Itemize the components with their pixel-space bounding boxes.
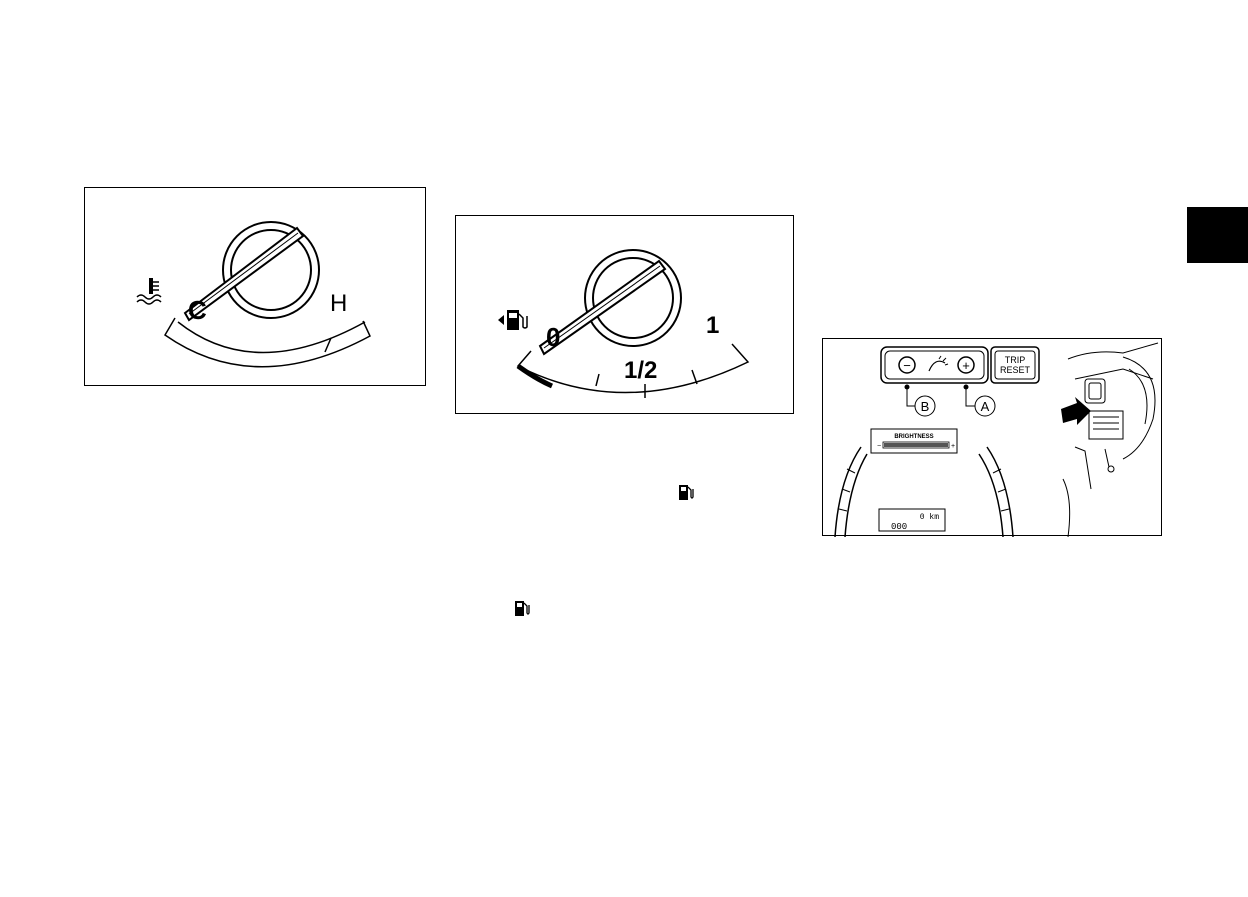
brightness-minus-label: − (903, 358, 911, 373)
fuel-empty-label: 0 (546, 322, 560, 352)
coolant-temperature-icon (137, 278, 161, 304)
location-arrow-icon (1061, 397, 1091, 425)
temperature-scale-arc (165, 318, 370, 367)
fuel-half-label: 1/2 (624, 357, 657, 384)
fuel-pump-icon (676, 483, 696, 503)
trip-reset-line2: RESET (1000, 365, 1031, 375)
fuel-pump-icon (498, 310, 527, 330)
temperature-scale-inner (178, 322, 365, 353)
brightness-display-minus: − (877, 443, 881, 450)
fuel-gauge-drawing: 0 1/2 1 (456, 216, 795, 415)
callout-a-label: A (981, 399, 990, 414)
temperature-gauge-figure: C H (84, 187, 426, 386)
brightness-control-figure: − + TRIP RESET B A (822, 338, 1162, 536)
brightness-display-heading: BRIGHTNESS (894, 434, 933, 440)
brightness-display-plus: + (951, 443, 955, 450)
fuel-tick (596, 374, 599, 386)
fuel-full-label: 1 (706, 312, 719, 339)
dashboard-location-sketch (1063, 343, 1158, 537)
brightness-plus-label: + (962, 358, 970, 373)
temperature-gauge-drawing: C H (85, 188, 427, 387)
temperature-low-label: C (188, 295, 207, 325)
odometer-line2: 000 (891, 522, 907, 532)
trip-reset-line1: TRIP (1005, 355, 1026, 365)
fuel-pump-icon (512, 599, 532, 619)
callout-b-label: B (921, 399, 930, 414)
temperature-high-label: H (330, 290, 347, 317)
gauge-hub-outer (585, 250, 681, 346)
fuel-reserve-band (518, 366, 552, 386)
brightness-display (871, 429, 957, 453)
fuel-gauge-figure: 0 1/2 1 (455, 215, 794, 414)
gauge-hub-outer (223, 222, 319, 318)
section-tab (1187, 207, 1248, 263)
odometer-line1: 0 km (920, 513, 939, 522)
brightness-control-drawing: − + TRIP RESET B A (823, 339, 1163, 537)
